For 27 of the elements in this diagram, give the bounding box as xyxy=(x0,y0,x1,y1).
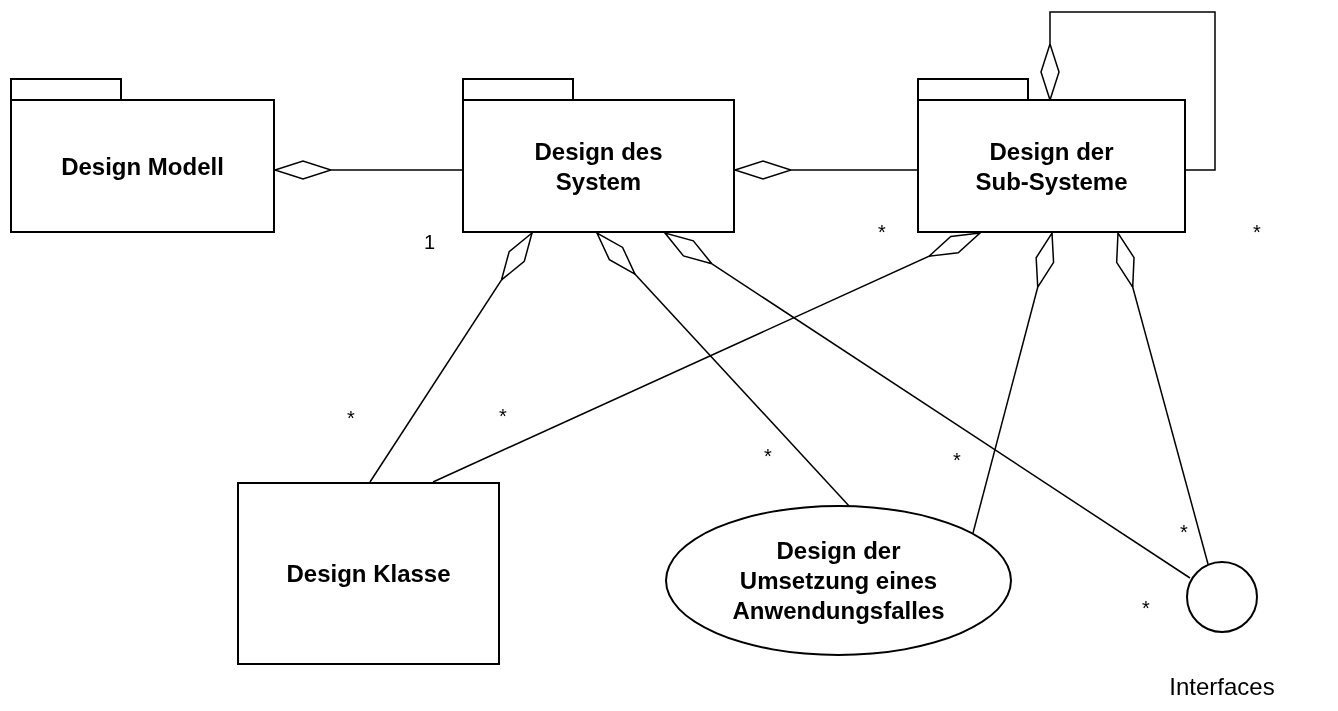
multiplicity-label: * xyxy=(1142,596,1150,620)
multiplicity-label: * xyxy=(1253,220,1261,244)
package-node xyxy=(10,78,275,233)
multiplicity-label: * xyxy=(953,448,961,472)
aggregation-line xyxy=(369,232,533,483)
multiplicity-label: * xyxy=(1180,520,1188,544)
package-node xyxy=(917,78,1186,233)
multiplicity-label: 1 xyxy=(424,230,436,254)
package-node xyxy=(462,78,735,233)
multiplicity-label: * xyxy=(347,406,355,430)
aggregation-line xyxy=(596,232,851,508)
aggregation-line xyxy=(432,232,981,483)
aggregation-line xyxy=(274,160,463,180)
aggregation-line xyxy=(972,232,1055,534)
node-title: Design der Sub-Systeme xyxy=(974,136,1129,197)
class-box xyxy=(237,482,500,665)
aggregation-line xyxy=(734,160,918,180)
multiplicity-label: * xyxy=(499,404,507,428)
node-title: Design des System xyxy=(533,136,664,197)
node-title: Design Modell xyxy=(61,151,224,182)
aggregation-line xyxy=(664,232,1191,579)
aggregation-line xyxy=(1040,11,1216,171)
node-title: Design Klasse xyxy=(286,558,451,589)
multiplicity-label: * xyxy=(764,444,772,468)
node-caption: Interfaces xyxy=(1169,673,1275,701)
multiplicity-label: * xyxy=(878,220,886,244)
node-title: Design der Umsetzung eines Anwendungsfalles xyxy=(731,535,946,626)
